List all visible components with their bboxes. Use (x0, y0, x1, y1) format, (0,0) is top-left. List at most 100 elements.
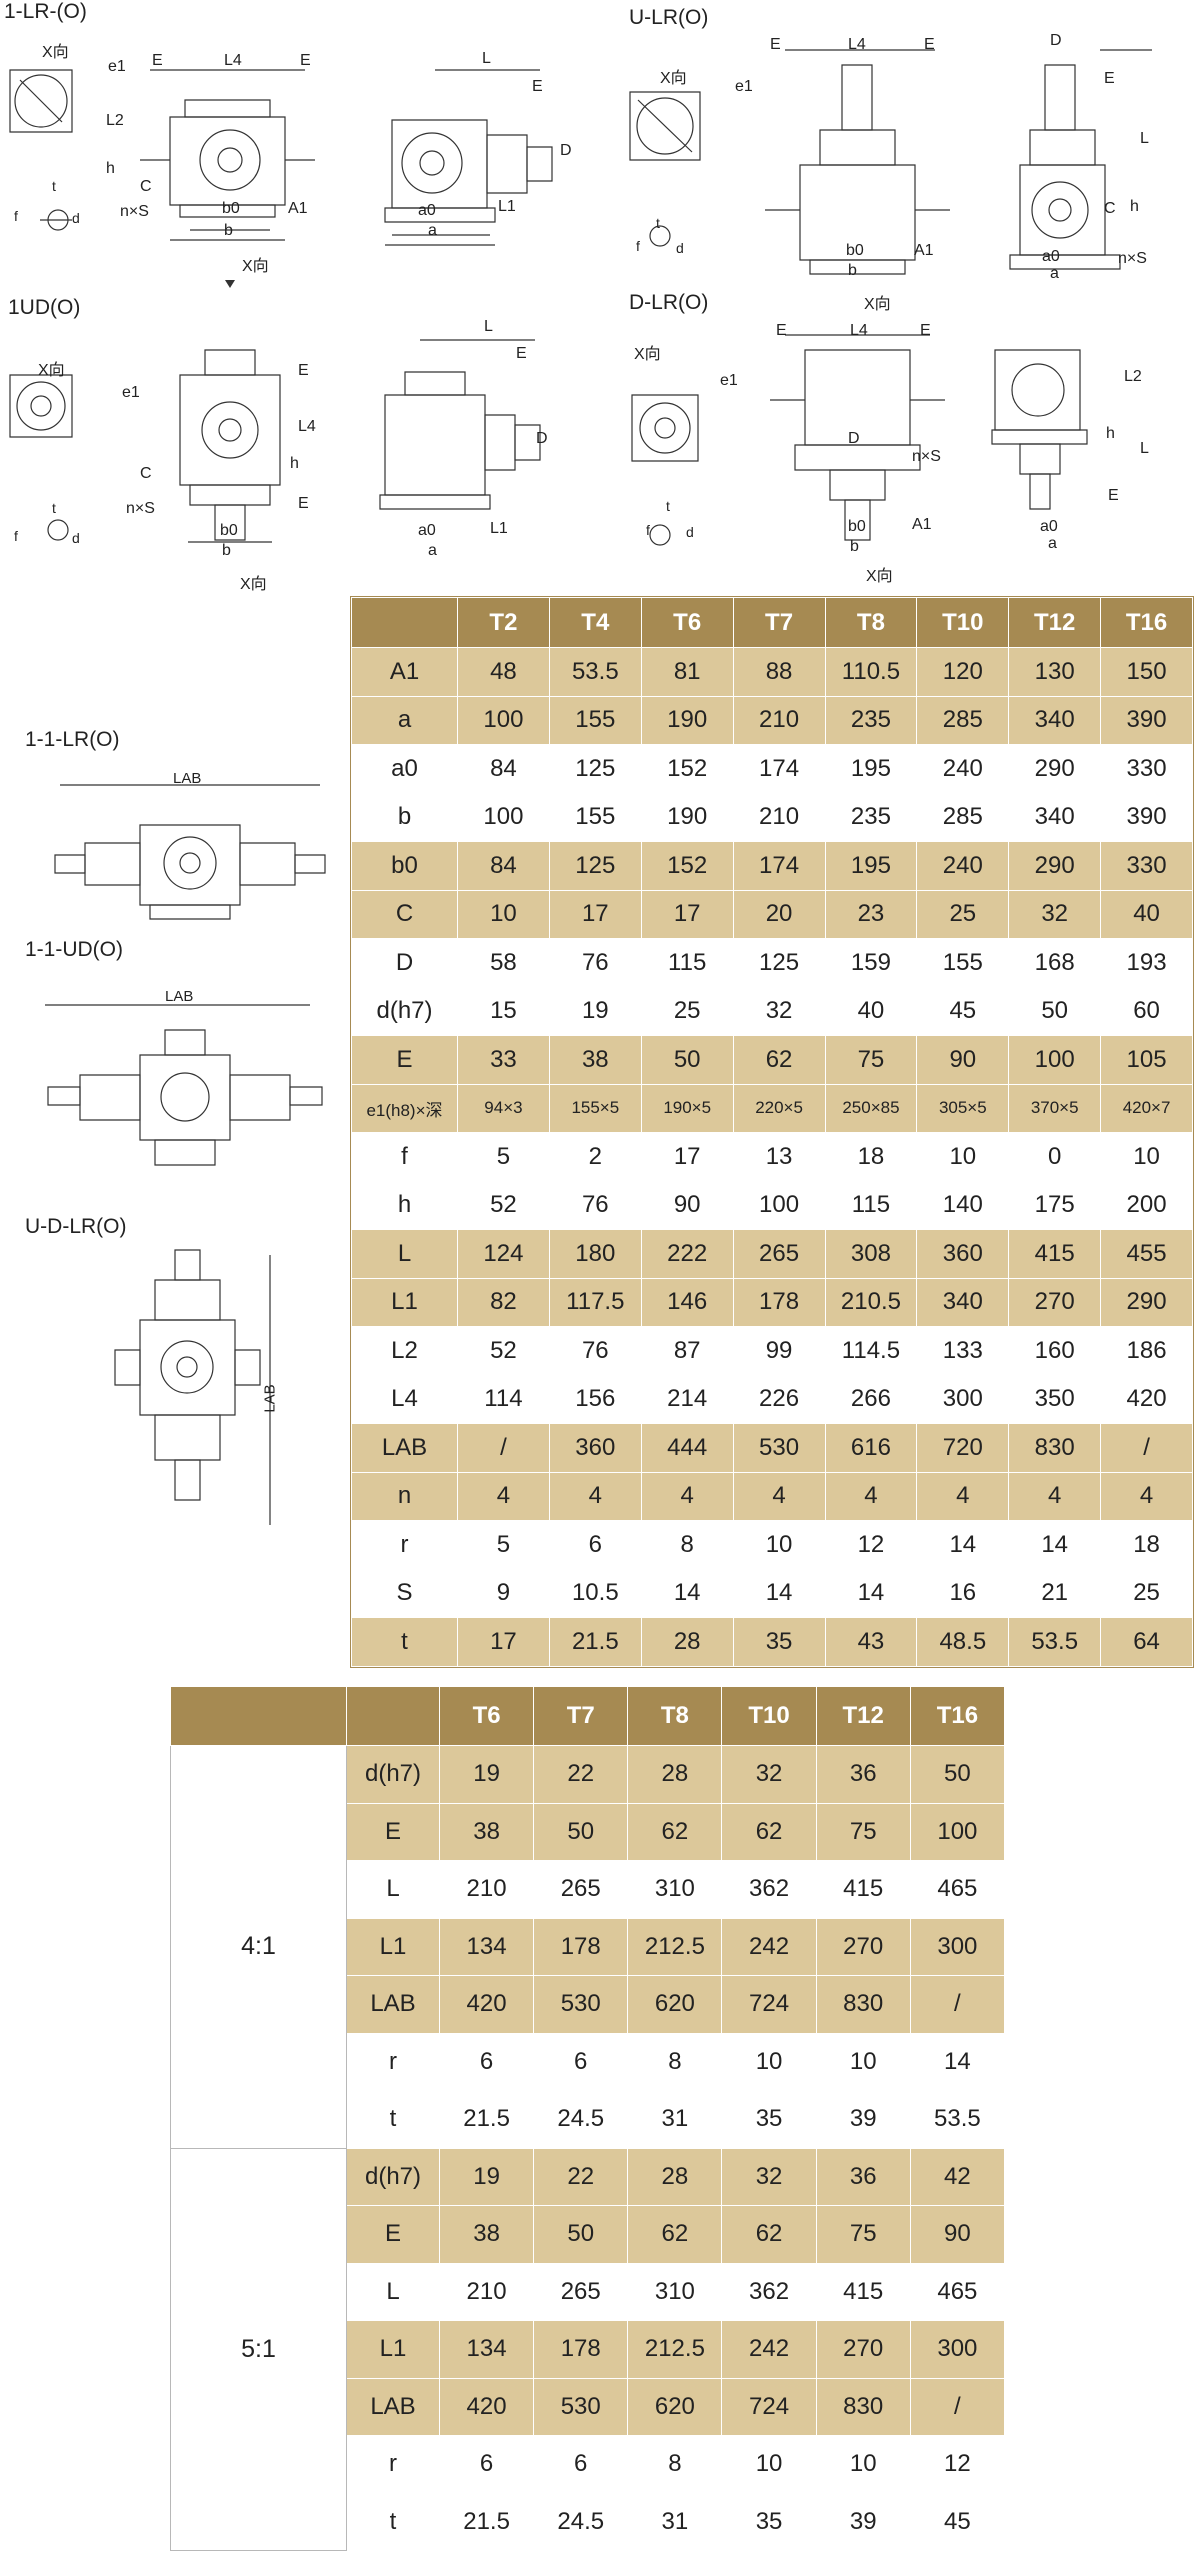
value-cell: 18 (824, 1132, 918, 1182)
value-cell: 270 (815, 1917, 911, 1976)
value-cell: 190×5 (640, 1083, 734, 1133)
value-cell: 530 (533, 1975, 629, 2034)
value-cell: 175 (1008, 1180, 1102, 1230)
dim-label-b: b (224, 222, 233, 239)
parameter-name: L4 (351, 1374, 458, 1424)
value-cell: 35 (721, 2090, 817, 2149)
value-cell: 31 (627, 2090, 723, 2149)
dim-label-d-key: d (676, 240, 684, 256)
value-cell: 90 (909, 2205, 1006, 2264)
value-cell: 100 (732, 1180, 826, 1230)
value-cell: 300 (916, 1374, 1010, 1424)
parameter-name: a0 (351, 744, 458, 794)
value-cell: 193 (1100, 938, 1193, 988)
dim-label-e1: e1 (735, 78, 753, 95)
parameter-name: d(h7) (346, 2147, 440, 2206)
value-cell: 290 (1100, 1277, 1193, 1327)
parameter-name: L1 (351, 1277, 458, 1327)
drawing-title-u-lr-o: U-LR(O) (629, 6, 709, 29)
dim-label-a: a (428, 222, 437, 239)
dim-label-e: E (298, 495, 309, 512)
value-cell: 28 (627, 1745, 723, 1804)
value-cell: 2 (548, 1132, 642, 1182)
value-cell: 340 (916, 1277, 1010, 1327)
dim-label-x-view-arrow: X向 (240, 576, 267, 593)
dim-label-l4: L4 (224, 52, 242, 69)
value-cell: 50 (1008, 986, 1102, 1036)
value-cell: 235 (824, 792, 918, 842)
value-cell: 10.5 (548, 1568, 642, 1618)
value-cell: 290 (1008, 841, 1102, 891)
value-cell: 530 (732, 1423, 826, 1473)
dim-label-t: t (656, 215, 660, 231)
value-cell: 35 (721, 2492, 817, 2551)
dim-label-e: E (1108, 487, 1119, 504)
parameter-name: C (351, 889, 458, 939)
value-cell: 32 (721, 1745, 817, 1804)
value-cell: 616 (824, 1423, 918, 1473)
dim-label-n-s: n×S (120, 203, 149, 220)
value-cell: 35 (732, 1617, 826, 1667)
drawing-title-1-1-ud-o: 1-1-UD(O) (25, 938, 123, 961)
value-cell: 94×3 (457, 1083, 550, 1133)
value-cell: 19 (438, 2147, 535, 2206)
value-cell: 39 (815, 2090, 911, 2149)
value-cell: 212.5 (627, 2320, 723, 2379)
value-cell: 115 (640, 938, 734, 988)
dim-label-d: D (848, 430, 860, 447)
value-cell: 125 (548, 744, 642, 794)
header-blank-cell (170, 1686, 347, 1746)
value-cell: 178 (732, 1277, 826, 1327)
value-cell: 6 (533, 2435, 629, 2494)
value-cell: 48.5 (916, 1617, 1010, 1667)
value-cell: 19 (548, 986, 642, 1036)
dim-label-l: L (1140, 130, 1149, 147)
dim-label-lab: LAB (173, 770, 202, 787)
header-cell-t7: T7 (732, 597, 826, 648)
value-cell: 4 (1008, 1471, 1102, 1521)
value-cell: 150 (1100, 647, 1193, 697)
header-cell-t7: T7 (533, 1686, 629, 1746)
value-cell: 210 (438, 2262, 535, 2321)
drawing-1-1-lr-o (40, 755, 340, 935)
value-cell: 114 (457, 1374, 550, 1424)
value-cell: 100 (457, 695, 550, 745)
value-cell: 10 (721, 2435, 817, 2494)
value-cell: 62 (721, 1802, 817, 1861)
value-cell: 58 (457, 938, 550, 988)
value-cell: 23 (824, 889, 918, 939)
value-cell: 110.5 (824, 647, 918, 697)
dim-label-h: h (290, 455, 299, 472)
value-cell: 146 (640, 1277, 734, 1327)
value-cell: 45 (909, 2492, 1006, 2551)
drawing-1-lr-o (0, 25, 600, 288)
dim-label-l1: L1 (490, 520, 508, 537)
value-cell: 830 (815, 2377, 911, 2436)
value-cell: 210 (732, 792, 826, 842)
parameter-name: L (351, 1229, 458, 1279)
value-cell: 42 (909, 2147, 1006, 2206)
value-cell: 10 (815, 2435, 911, 2494)
value-cell: 62 (732, 1035, 826, 1085)
value-cell: 415 (815, 2262, 911, 2321)
value-cell: 310 (627, 1860, 723, 1919)
dim-label-e: E (924, 36, 935, 53)
dim-label-l: L (1140, 440, 1149, 457)
value-cell: 14 (640, 1568, 734, 1618)
value-cell: 87 (640, 1326, 734, 1376)
value-cell: 156 (548, 1374, 642, 1424)
parameter-name: f (351, 1132, 458, 1182)
dim-label-e1: e1 (720, 372, 738, 389)
header-cell-t2: T2 (457, 597, 550, 648)
value-cell: 340 (1008, 695, 1102, 745)
